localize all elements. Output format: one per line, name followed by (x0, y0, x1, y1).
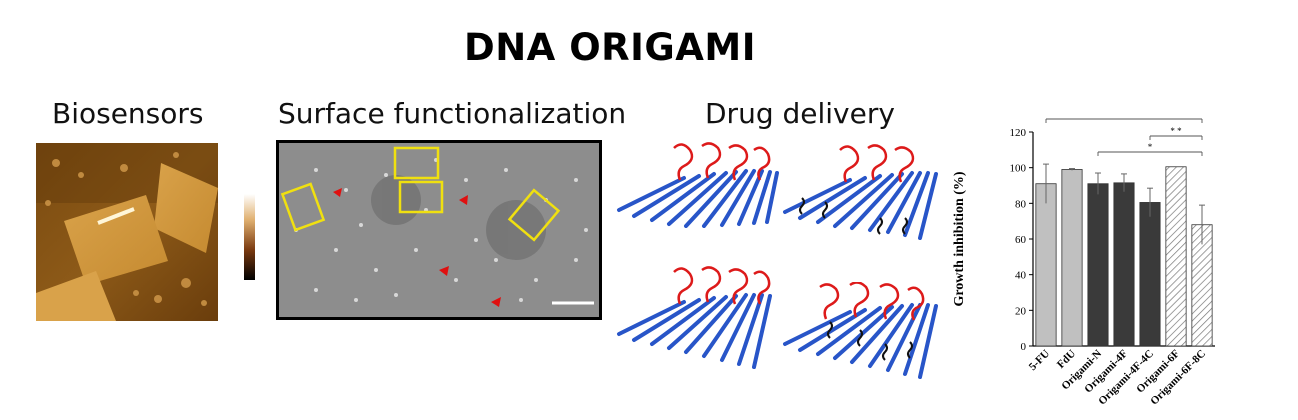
bar (1165, 166, 1187, 347)
color-scale-bar (244, 194, 255, 280)
bar (1113, 182, 1135, 347)
y-tick-label: 120 (1010, 127, 1027, 139)
bar (1139, 202, 1161, 347)
section-title-surface: Surface functionalization (278, 97, 627, 130)
y-tick-label: 80 (1015, 198, 1027, 210)
y-tick-label: 40 (1015, 270, 1027, 282)
origami-illustration-2 (783, 144, 938, 240)
section-title-drug-delivery: Drug delivery (705, 97, 895, 130)
origami-illustration-1 (617, 142, 779, 228)
origami-illustration-4 (783, 282, 938, 379)
surface-micrograph (276, 140, 602, 320)
y-tick-label: 20 (1015, 305, 1027, 317)
page-title: DNA ORIGAMI (464, 26, 756, 69)
section-title-biosensors: Biosensors (52, 97, 204, 130)
y-axis-label: Growth inhibition (%) (952, 171, 967, 306)
x-tick-label: 5-FU (1027, 348, 1052, 373)
origami-illustration-3 (617, 266, 772, 369)
bar (1087, 183, 1109, 347)
y-tick-label: 100 (1010, 163, 1027, 175)
y-tick-label: 0 (1021, 341, 1027, 353)
significance-label: * * * (1115, 115, 1134, 119)
afm-biosensor-image (36, 143, 218, 321)
bar (1061, 169, 1083, 347)
bar (1035, 183, 1057, 347)
significance-label: * (1148, 142, 1153, 152)
y-tick-label: 60 (1015, 234, 1027, 246)
significance-label: * * (1170, 126, 1182, 136)
